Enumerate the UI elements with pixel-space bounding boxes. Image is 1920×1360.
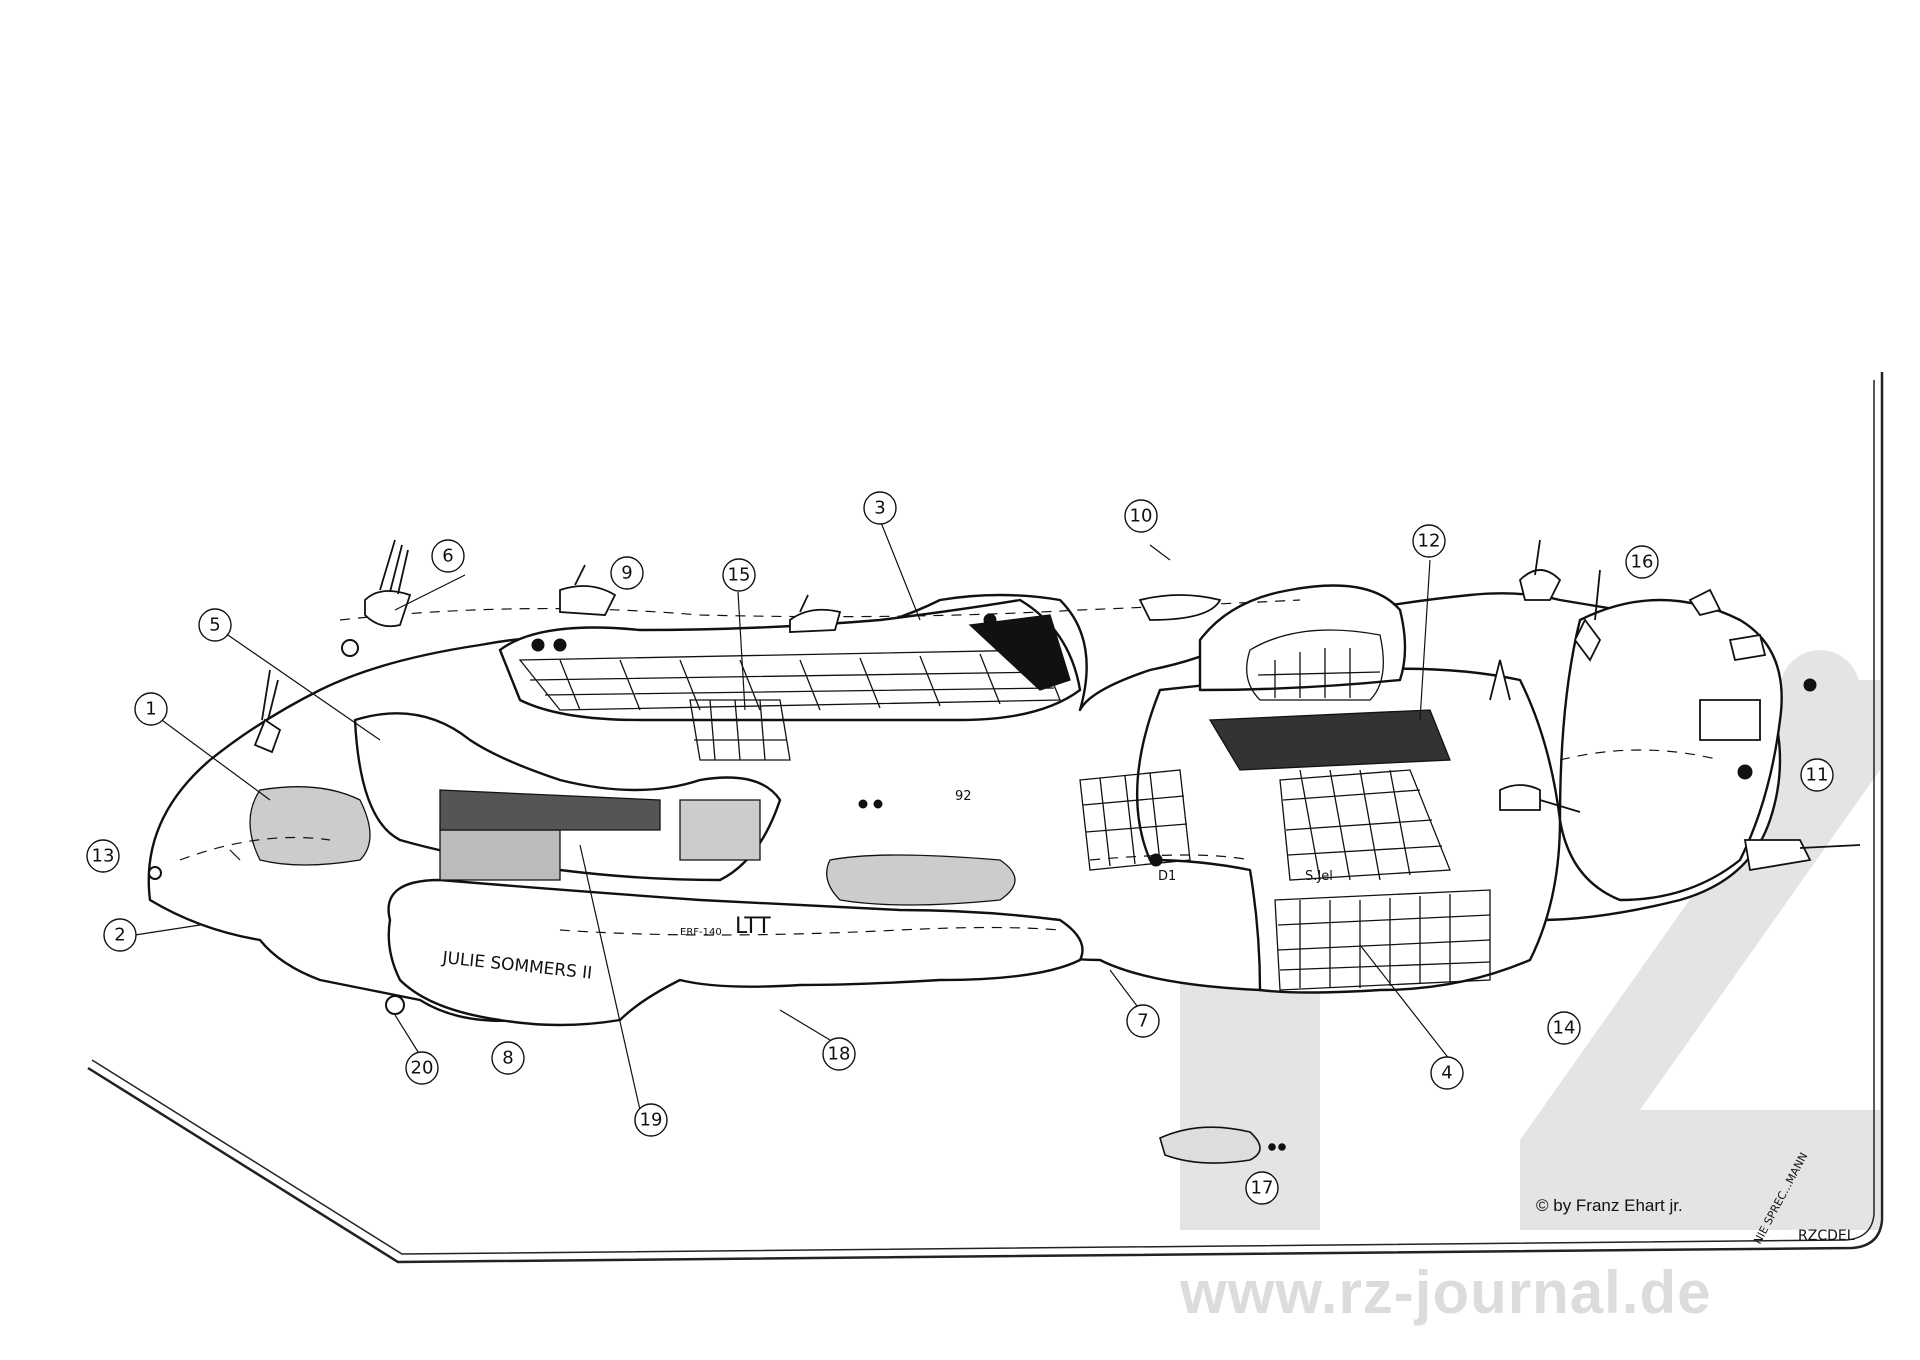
callout-6-circle <box>431 539 465 573</box>
callout-17: 17 <box>1251 1178 1274 1199</box>
registry-marking: ERF-140 <box>680 927 722 938</box>
callout-2-circle <box>103 918 137 952</box>
callout-18-circle <box>822 1037 856 1071</box>
callout-1-circle <box>134 692 168 726</box>
callout-4: 4 <box>1441 1063 1452 1084</box>
callout-10-circle <box>1124 499 1158 533</box>
callout-19-circle <box>634 1103 668 1137</box>
callout-1: 1 <box>145 699 156 720</box>
callout-15: 15 <box>728 565 751 586</box>
ship-hull <box>147 584 1783 1027</box>
callout-18: 18 <box>828 1044 851 1065</box>
callout-16-circle <box>1625 545 1659 579</box>
panel-label-marking: 92 <box>955 789 972 804</box>
callout-6: 6 <box>442 546 453 567</box>
callout-11-circle <box>1800 758 1834 792</box>
hull-ports <box>148 613 1817 1015</box>
callout-8-circle <box>491 1041 525 1075</box>
callout-leaders <box>134 519 1451 1111</box>
deck-grids <box>249 614 1491 991</box>
callout-3-circle <box>863 491 897 525</box>
callout-20: 20 <box>411 1058 434 1079</box>
callout-16: 16 <box>1631 552 1654 573</box>
callout-15-circle <box>722 558 756 592</box>
code-marking: LTT <box>735 914 771 939</box>
callout-12-circle <box>1412 524 1446 558</box>
callout-7-circle <box>1126 1004 1160 1038</box>
bay-label-marking: S.Jel <box>1305 869 1333 884</box>
callout-5: 5 <box>209 615 220 636</box>
copyright-note: © by Franz Ehart jr. <box>1536 1196 1683 1215</box>
watermark-url: www.rz-journal.de <box>1180 1259 1712 1326</box>
signature: RZCDEL <box>1798 1228 1855 1244</box>
callout-numbers: 1 2 3 4 5 6 7 8 9 10 11 12 13 14 15 16 1… <box>92 498 1829 1199</box>
shuttle-17 <box>1159 1126 1286 1164</box>
callout-9-circle <box>610 556 644 590</box>
turrets <box>253 539 1861 872</box>
callout-19: 19 <box>640 1110 663 1131</box>
callout-3: 3 <box>874 498 885 519</box>
callout-9: 9 <box>621 563 632 584</box>
callouts <box>86 491 1834 1205</box>
callout-4-circle <box>1430 1056 1464 1090</box>
deck-label-marking: D1 <box>1158 869 1176 884</box>
callout-7: 7 <box>1137 1011 1148 1032</box>
callout-14: 14 <box>1553 1018 1576 1039</box>
callout-13: 13 <box>92 846 115 867</box>
callout-13-circle <box>86 839 120 873</box>
callout-11: 11 <box>1806 765 1829 786</box>
callout-10: 10 <box>1130 506 1153 527</box>
frame-border <box>87 372 1884 1264</box>
callout-14-circle <box>1547 1011 1581 1045</box>
callout-8: 8 <box>502 1048 513 1069</box>
callout-17-circle <box>1245 1171 1279 1205</box>
callout-2: 2 <box>114 925 125 946</box>
callout-20-circle <box>405 1051 439 1085</box>
callout-5-circle <box>198 608 232 642</box>
callout-12: 12 <box>1418 531 1441 552</box>
